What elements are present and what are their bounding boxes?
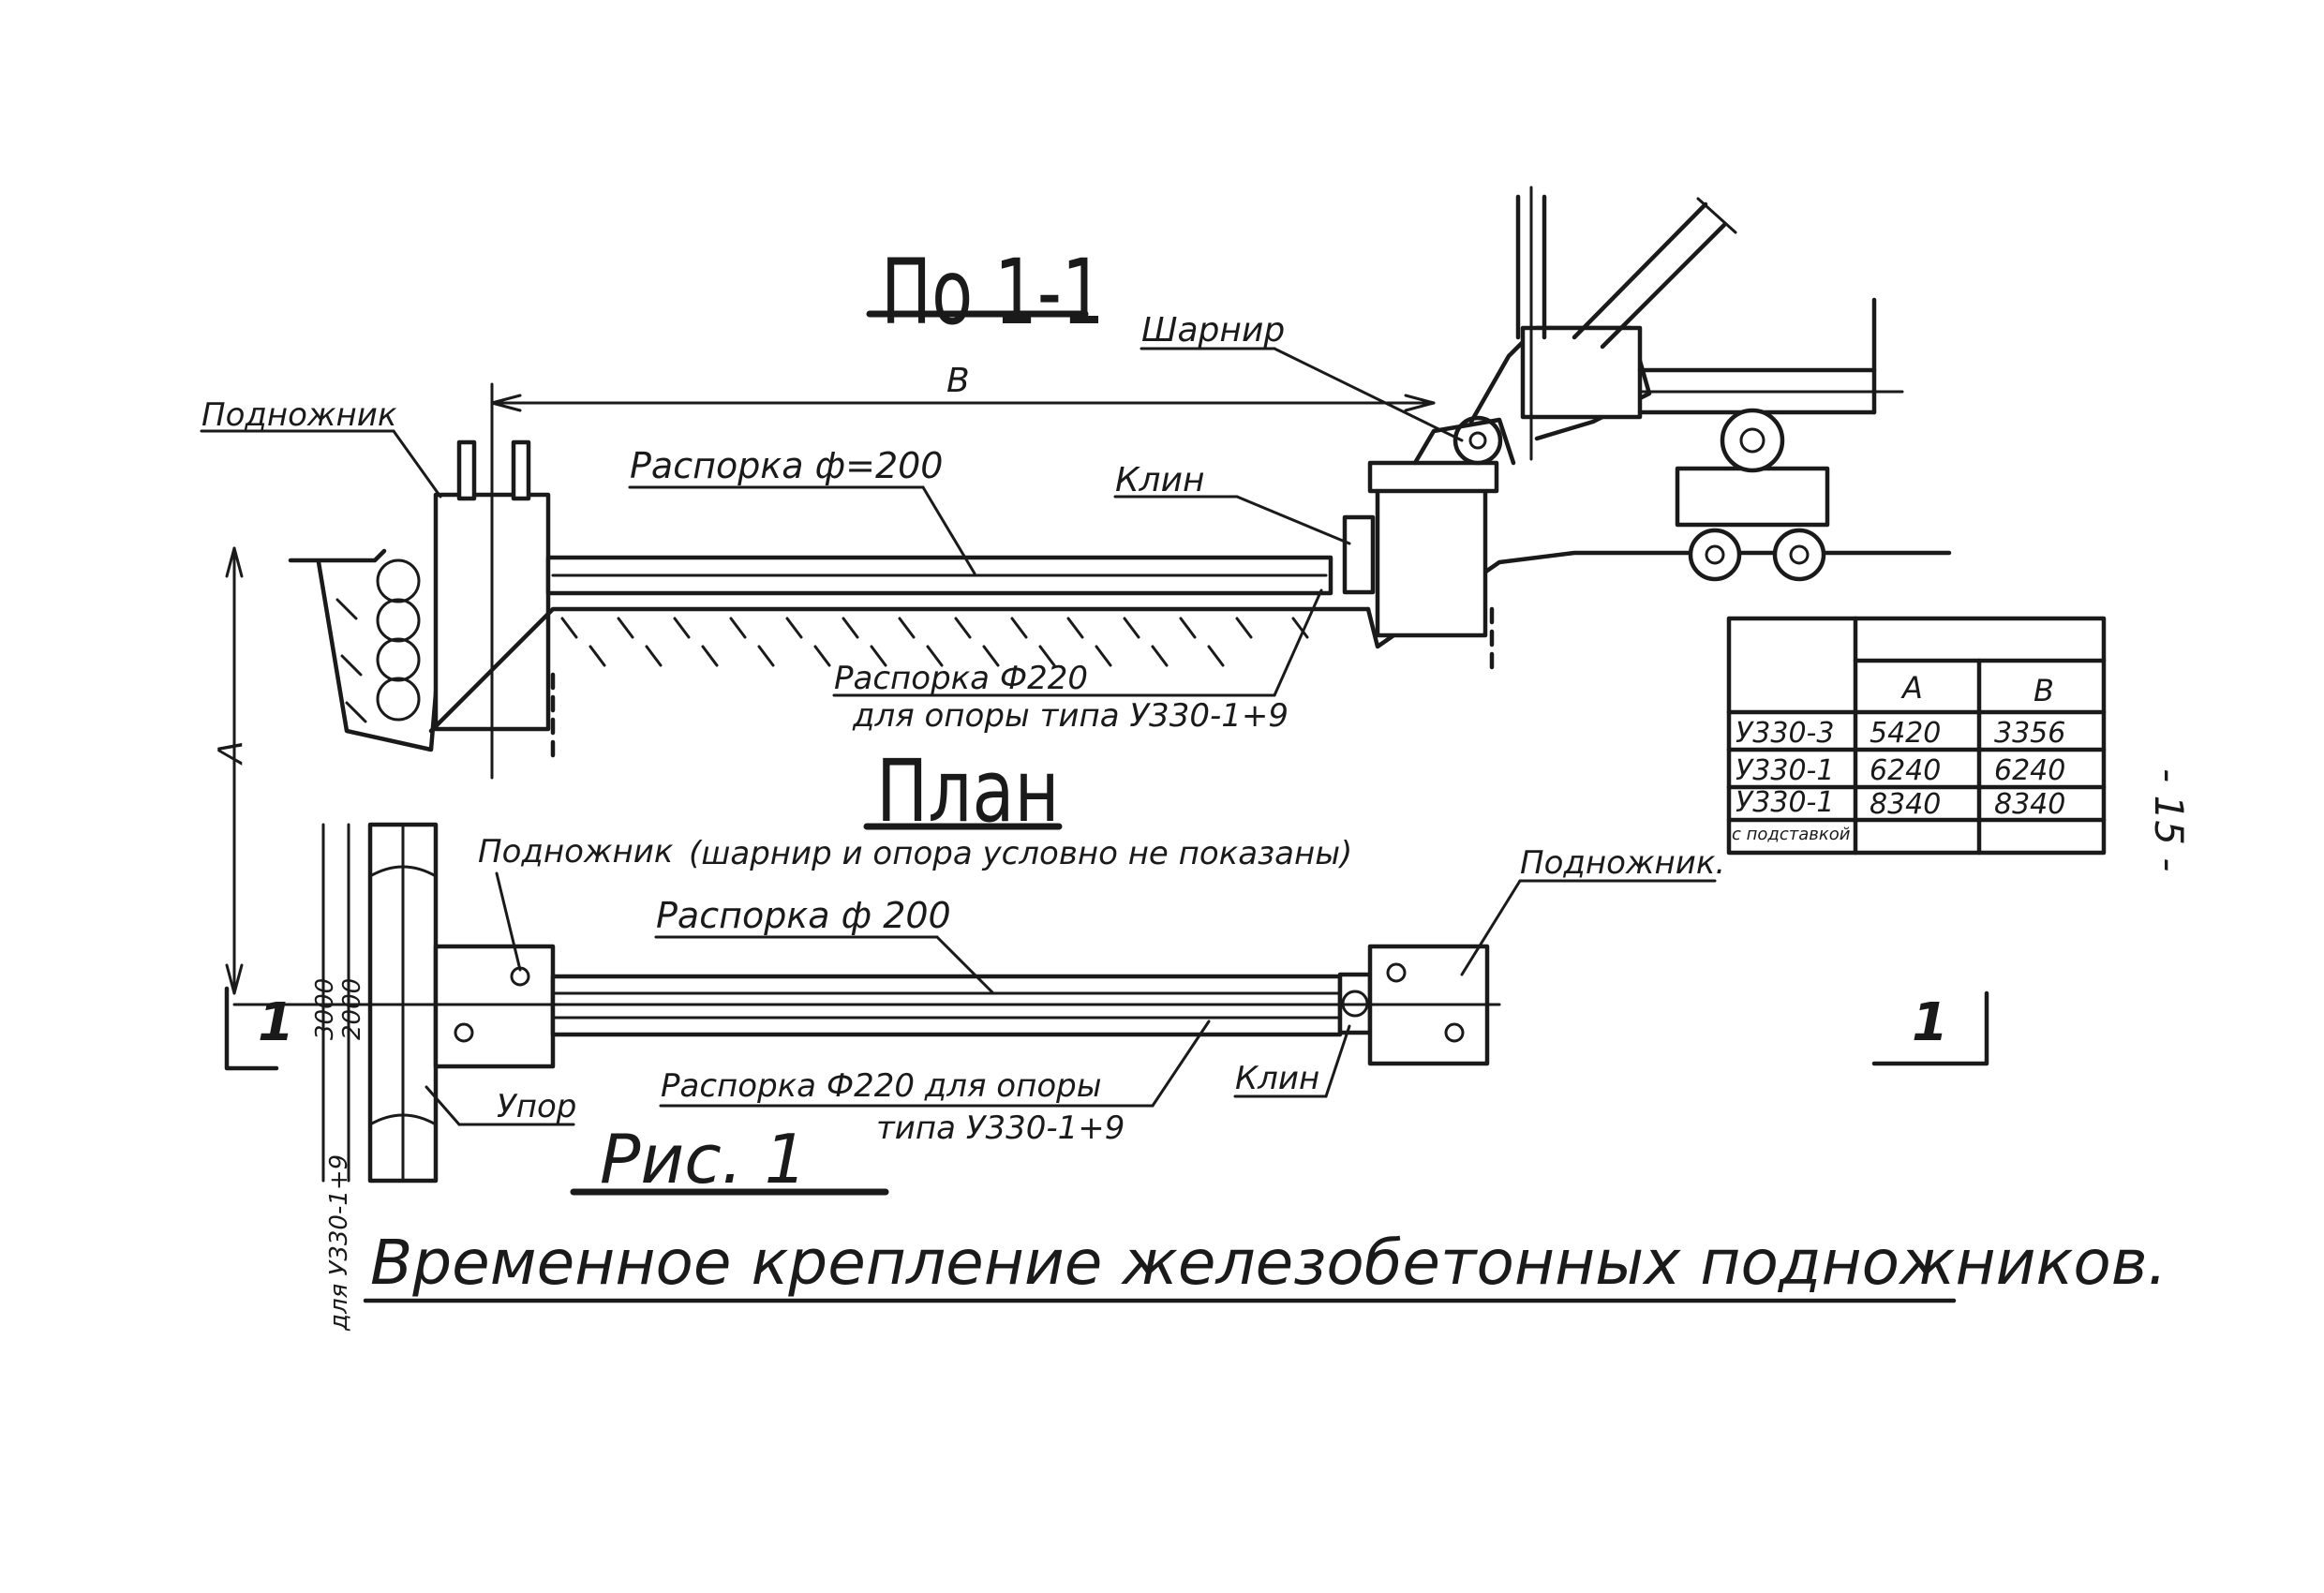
label-rasporka220-section-1: Распорка Ф220 (834, 660, 1088, 697)
left-pit-hatch (335, 558, 421, 723)
table-cell-1-0: У330-1 (1736, 754, 1834, 787)
trolley-wheel-left-hub (1705, 544, 1725, 565)
leader-rasporka200-plan-2 (935, 935, 995, 995)
table-cell-2-0: У330-1 (1736, 786, 1834, 819)
table-cell-2-1: 8340 (1870, 788, 1941, 821)
leader-sharnir-2 (1273, 347, 1464, 442)
section-mark-right-line (1871, 990, 1989, 1066)
plan-dim-side-label: для У330-1+9 (325, 1154, 353, 1332)
dimensions-table: А В У330-3 5420 3356 У330-1 6240 6240 У3… (1726, 616, 2107, 856)
plan-left-footing (433, 944, 556, 1069)
label-podnozhnik-plan-right: Подножник. (1520, 844, 1725, 882)
table-header-b: В (2034, 673, 2054, 708)
left-anchor-bolt-2 (511, 439, 531, 501)
table-cell-0-1: 5420 (1870, 717, 1941, 750)
dim-b-arrow-left (490, 394, 522, 412)
trolley-wheel-right (1772, 528, 1826, 582)
trolley-winch-hub (1739, 427, 1765, 454)
leader-klin-plan-2 (1324, 1024, 1351, 1098)
hinge-circle (1452, 415, 1503, 466)
label-sharnir: Шарнир (1141, 311, 1285, 350)
plan-dim-2000-label: 2000 (338, 978, 366, 1040)
trolley-body (1675, 466, 1830, 528)
wedge-section (1342, 514, 1376, 595)
leader-podnozhnik-plan-left (495, 871, 522, 972)
label-podnozhnik-plan-left: Подножник (478, 833, 674, 871)
plan-dim-3000-label: 3000 (311, 978, 339, 1040)
right-footing-plate (1367, 460, 1499, 494)
label-rasporka220-plan-2: типа У330-1+9 (876, 1109, 1125, 1147)
leader-upor-2 (425, 1085, 461, 1126)
section-view: По 1-1 (200, 186, 1952, 995)
label-rasporka220-section-2: для опоры типа У330-1+9 (852, 697, 1289, 735)
dim-b-label: В (946, 362, 970, 400)
leader-rasporka220-section-2 (1273, 588, 1323, 697)
table-cell-1-1: 6240 (1870, 754, 1941, 787)
plan-right-bolt-1 (1386, 962, 1407, 983)
page-number: - 15 - (2146, 768, 2192, 871)
lifting-arm (1572, 201, 1727, 350)
figure-label: Рис. 1 (600, 1120, 807, 1198)
leader-podnozhnik-section-2 (392, 429, 442, 499)
left-anchor-bolt-1 (456, 439, 477, 501)
hinge-pin (1468, 431, 1487, 450)
table-cell-2-2: 8340 (1994, 788, 2065, 821)
plan-right-bolt-2 (1444, 1022, 1465, 1043)
figure-caption: Временное крепление железобетонных подно… (370, 1227, 2168, 1299)
leader-rasporka200-section-2 (921, 485, 976, 575)
trolley-wheel-left (1688, 528, 1742, 582)
table-note: с подставкой (1732, 825, 1851, 844)
trolley-winch (1720, 408, 1785, 473)
tower-plate (1520, 325, 1643, 420)
plan-left-bolt-2 (454, 1022, 474, 1043)
lifting-arm-end (1696, 197, 1737, 234)
label-upor: Упор (497, 1088, 576, 1125)
table-cell-1-2: 6240 (1994, 754, 2065, 787)
table-header-a: А (1900, 670, 1923, 706)
right-footing (1375, 483, 1488, 638)
label-rasporka200-section: Распорка ф=200 (630, 445, 944, 486)
dim-a-arrow-top (225, 546, 244, 578)
label-rasporka220-plan-1: Распорка Ф220 для опоры (661, 1067, 1102, 1105)
table-border (1726, 616, 2107, 856)
dim-a-arrow-bottom (225, 963, 244, 995)
soil-hatch (560, 617, 1309, 667)
dim-b-arrow-right (1404, 394, 1436, 412)
section-mark-left-line (224, 986, 279, 1071)
trolley-wheel-right-hub (1789, 544, 1810, 565)
plan-view: План 2000 3000 для У330-1+9 1 (224, 741, 1989, 1332)
leader-rasporka220-plan-2 (1151, 1020, 1211, 1108)
leader-podnozhnik-plan-right-2 (1460, 879, 1522, 976)
label-podnozhnik-section: Подножник (201, 396, 397, 434)
hinge-bracket (1412, 417, 1516, 466)
dim-a-label: А (212, 740, 250, 766)
section-mark-right: 1 (1912, 992, 1948, 1053)
label-rasporka200-plan: Распорка ф 200 (656, 895, 951, 936)
label-klin-plan: Клин (1235, 1060, 1319, 1097)
section-mark-left: 1 (258, 992, 294, 1053)
leader-klin-section-2 (1235, 495, 1351, 545)
left-slope (428, 606, 1371, 734)
label-klin-section: Клин (1115, 461, 1205, 499)
label-plan-note: (шарнир и опора условно не показаны) (689, 835, 1352, 872)
table-cell-0-0: У330-3 (1736, 717, 1834, 750)
table-cell-0-2: 3356 (1994, 717, 2065, 750)
ground-line-left (288, 548, 387, 563)
section-title: По 1-1 (881, 241, 1105, 346)
